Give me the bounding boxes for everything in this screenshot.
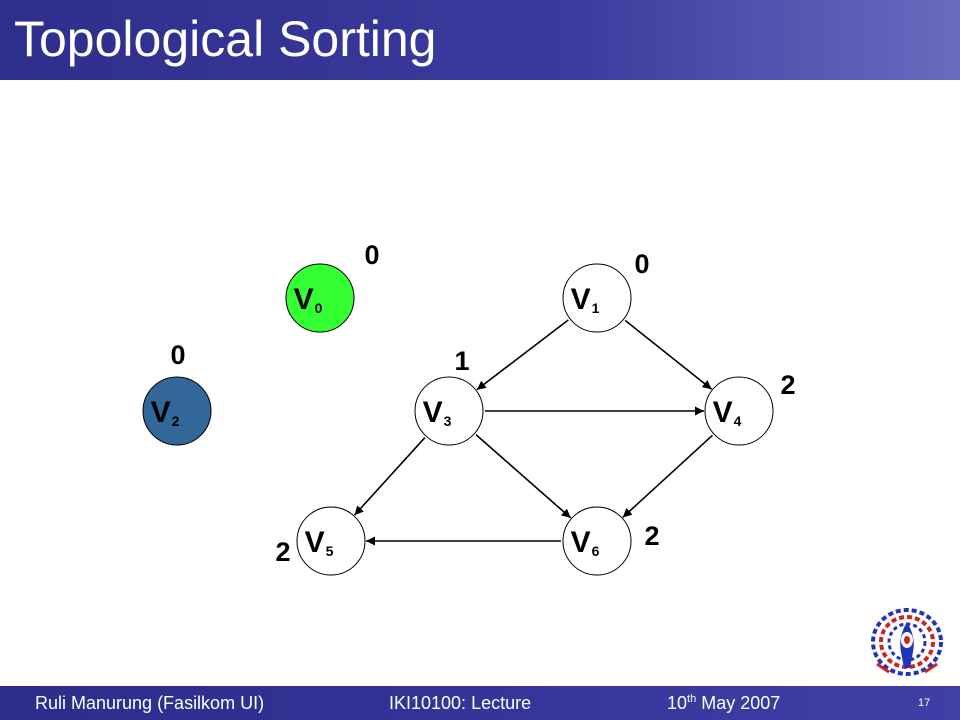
title-bar: Topological Sorting [0,0,960,80]
node-v3: V3 [414,376,484,446]
node-v0: V0 [285,263,355,333]
footer-bar: Ruli Manurung (Fasilkom UI) IKI10100: Le… [0,686,960,720]
node-label-v1: V1 [571,283,600,316]
footer-page-number: 17 [918,697,931,709]
indegree-label-v6: 2 [644,521,659,551]
node-circle-v3 [414,376,484,446]
node-label-v5: V5 [305,526,334,559]
footer-date-day: 10 [667,693,688,713]
footer-date-month-year: May 2007 [696,693,781,713]
node-circle-v1 [562,263,632,333]
edge-v4-to-v6 [622,434,713,518]
indegree-label-v3: 1 [454,346,469,376]
node-circle-v0 [285,263,355,333]
edges-group [353,319,713,546]
node-label-v4: V4 [713,396,742,429]
node-label-v2: V2 [151,396,180,429]
footer-date-suffix: th [687,693,697,705]
indegree-label-v2: 0 [170,340,185,370]
edge-v1-to-v3 [476,319,569,391]
node-v5: V5 [296,506,366,576]
slide-title: Topological Sorting [14,11,437,67]
node-label-v0: V0 [294,283,323,316]
node-circle-v2 [142,376,212,446]
node-v4: V4 [704,376,774,446]
indegree-label-v5: 2 [275,537,290,567]
footer-date: 10th May 2007 [667,693,780,714]
node-label-v3: V3 [423,396,452,429]
node-v1: V1 [562,263,632,333]
node-circle-v6 [562,506,632,576]
footer-course: IKI10100: Lecture [389,693,532,713]
node-label-v6: V6 [571,526,600,559]
indegree-labels-group: 0 0 0 1 2 2 2 [170,240,795,567]
footer-author: Ruli Manurung (Fasilkom UI) [35,693,265,713]
node-v2: V2 [142,376,212,446]
edge-v3-to-v5 [353,437,426,516]
node-circle-v5 [296,506,366,576]
edge-v3-to-v6 [475,434,572,519]
indegree-label-v4: 2 [780,370,795,400]
university-crest-icon [871,608,943,676]
edge-v1-to-v4 [624,319,713,390]
indegree-label-v1: 0 [634,249,649,279]
indegree-label-v0: 0 [364,240,379,270]
node-circle-v4 [704,376,774,446]
node-v6: V6 [562,506,632,576]
